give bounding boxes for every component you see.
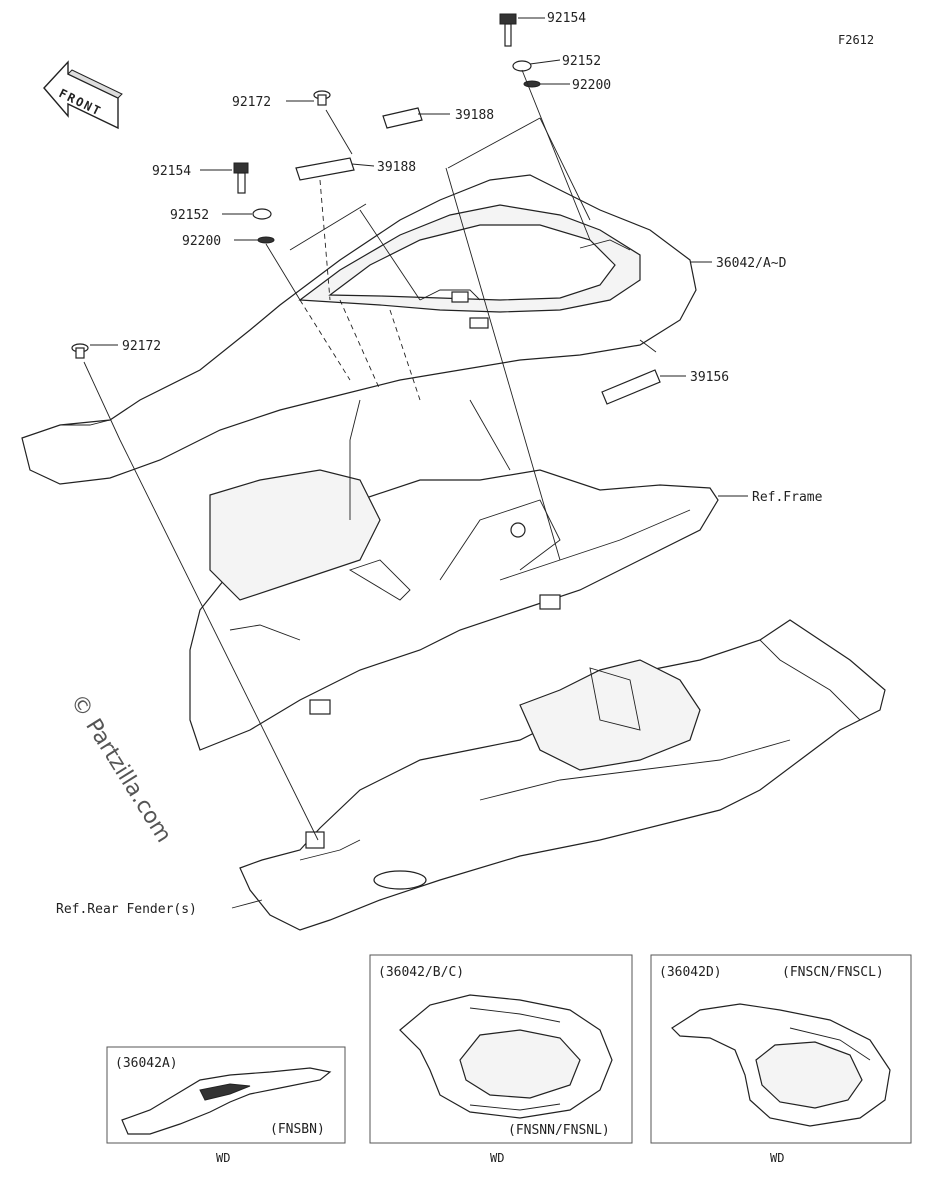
callout-washer-top: 92152 <box>562 54 601 69</box>
callout-label-under: 39156 <box>690 370 729 385</box>
bolt-left-icon <box>233 162 249 194</box>
frame-part <box>189 469 719 751</box>
watermark: © Partzilla.com <box>65 690 176 847</box>
figure-code: F2612 <box>838 33 874 47</box>
inset-d-model: (FNSCN/FNSCL) <box>782 965 884 980</box>
callout-bolt-top: 92154 <box>547 11 586 26</box>
clip-top-icon <box>313 90 331 106</box>
label-under-sticker <box>601 369 661 405</box>
leader-lines <box>83 17 748 909</box>
callout-clip-top: 92172 <box>232 95 271 110</box>
seat-cowl-part <box>21 174 697 485</box>
callout-bolt-left: 92154 <box>152 164 191 179</box>
callout-ring-left: 92200 <box>182 234 221 249</box>
clip-left-icon <box>71 343 89 359</box>
inset-a-footer: WD <box>216 1151 230 1165</box>
callout-label-mid: 39188 <box>377 160 416 175</box>
label-top-sticker <box>382 107 423 129</box>
callout-washer-left: 92152 <box>170 208 209 223</box>
inset-bc-model: (FNSNN/FNSNL) <box>508 1123 610 1138</box>
inset-bc-title: (36042/B/C) <box>378 965 464 980</box>
inset-36042a: (36042A) (FNSBN) WD <box>106 1046 346 1165</box>
callout-ref-fender: Ref.Rear Fender(s) <box>56 902 197 917</box>
inset-d-footer: WD <box>770 1151 784 1165</box>
callout-ring-top: 92200 <box>572 78 611 93</box>
inset-36042d: (36042D) (FNSCN/FNSCL) WD <box>650 954 912 1165</box>
rear-fender-part <box>239 619 886 931</box>
inset-36042bc: (36042/B/C) (FNSNN/FNSNL) WD <box>369 954 633 1165</box>
callout-clip-left: 92172 <box>122 339 161 354</box>
front-arrow-icon: FRONT <box>43 60 123 130</box>
washer-left-icon <box>252 208 272 220</box>
callout-ref-frame: Ref.Frame <box>752 490 823 505</box>
inset-a-title: (36042A) <box>115 1056 178 1071</box>
ring-left-icon <box>257 236 275 244</box>
inset-a-model: (FNSBN) <box>270 1122 325 1137</box>
washer-top-icon <box>512 60 532 72</box>
inset-bc-footer: WD <box>490 1151 504 1165</box>
inset-d-title: (36042D) <box>659 965 722 980</box>
label-mid-sticker <box>295 157 355 181</box>
bolt-top-icon <box>499 13 517 47</box>
callout-cowl: 36042/A~D <box>716 256 787 271</box>
callout-label-top: 39188 <box>455 108 494 123</box>
